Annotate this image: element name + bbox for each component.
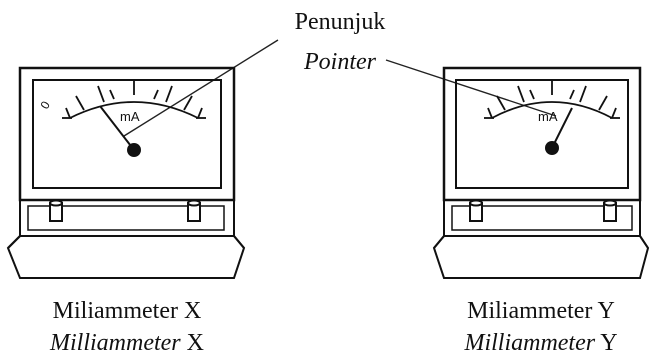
- meter-y-base-body: [432, 235, 650, 279]
- meter-x-scale-arc: [69, 101, 199, 119]
- meter-x-tick: [165, 85, 173, 103]
- meter-y-tick: [598, 95, 608, 111]
- meter-y-pivot: [545, 141, 559, 155]
- meter-y-needle: [551, 107, 573, 149]
- meter-x-base-body: [6, 235, 246, 279]
- meter-x-needle: [99, 105, 135, 151]
- meter-x-caption-malay: Miliammeter X: [53, 298, 202, 324]
- meter-y-face-frame: [442, 66, 642, 202]
- pointer-label-malay: Penunjuk: [295, 9, 386, 35]
- meter-x-tick: [153, 89, 159, 100]
- meter-y-terminal-left: [469, 199, 483, 222]
- meter-y-tick: [569, 89, 575, 100]
- meter-y-caption-malay: Miliammeter Y: [467, 298, 615, 324]
- meter-x-tick: [75, 95, 85, 111]
- meter-x-face-screen: [32, 79, 222, 189]
- meter-y-caption-english: Milliammeter Y: [463, 330, 617, 356]
- meter-y-base-panel: [451, 205, 633, 231]
- meter-x-pivot: [127, 143, 141, 157]
- meter-y-unit: mA: [538, 109, 558, 124]
- meter-x-caption-english: Milliammeter X: [49, 330, 204, 356]
- meter-x-tick: [109, 89, 115, 100]
- meter-y-tick: [529, 89, 535, 100]
- meter-y-terminal-right: [603, 199, 617, 222]
- meter-y-tick: [579, 85, 587, 103]
- meter-x-zero-mark: 0: [37, 98, 53, 111]
- meter-y-face-screen: [455, 79, 629, 189]
- meter-x-tick: [183, 95, 193, 111]
- meter-x-terminal-right: [187, 199, 201, 222]
- leader-line-y: [385, 59, 557, 117]
- leader-line-x: [123, 39, 279, 137]
- meter-x-terminal-left: [49, 199, 63, 222]
- meter-x: [6, 66, 246, 279]
- meter-y: [432, 66, 650, 279]
- meter-y-tick: [517, 85, 525, 103]
- pointer-label-english: Pointer: [303, 49, 377, 75]
- meter-x-base-panel: [27, 205, 225, 231]
- meter-x-tick: [97, 85, 105, 103]
- meter-y-tick: [496, 95, 506, 111]
- meter-y-scale-arc: [491, 101, 613, 119]
- meter-x-unit: mA: [120, 109, 140, 124]
